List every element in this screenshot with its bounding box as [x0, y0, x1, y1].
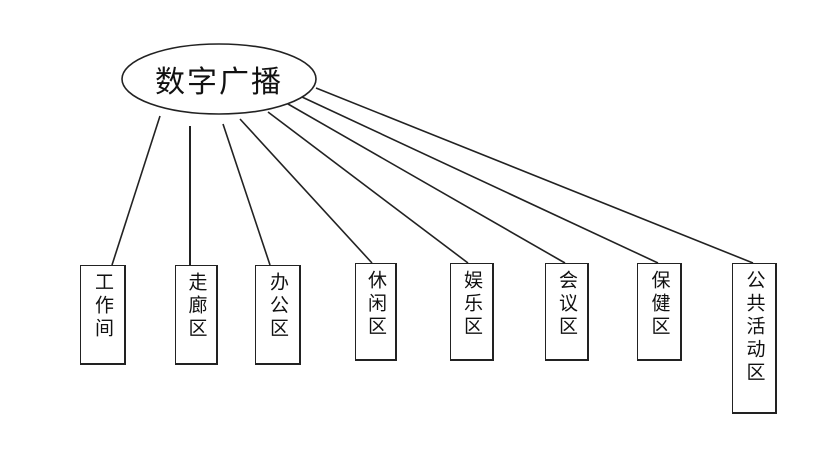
- connector-to-zone-3: [222, 123, 271, 266]
- zone-box-7: 保健区: [637, 263, 682, 361]
- connector-to-zone-5: [267, 111, 469, 264]
- zone-label-7: 保健区: [648, 270, 671, 339]
- zone-box-6: 会议区: [545, 263, 589, 361]
- zone-box-1: 工作间: [80, 265, 126, 365]
- zone-box-4: 休闲区: [355, 263, 397, 361]
- root-ellipse: [121, 43, 317, 115]
- zone-label-5: 娱乐区: [461, 270, 483, 339]
- zone-label-8: 公共活动区: [743, 270, 766, 385]
- zone-label-4: 休闲区: [365, 270, 387, 339]
- zone-label-3: 办公区: [267, 272, 289, 341]
- zone-label-1: 工作间: [92, 272, 114, 341]
- zone-label-6: 会议区: [556, 270, 578, 339]
- zone-label-2: 走廊区: [185, 272, 208, 341]
- connector-to-zone-7: [301, 96, 659, 264]
- root-node: 数字广播: [120, 42, 318, 116]
- connector-to-zone-4: [239, 118, 373, 264]
- zone-box-5: 娱乐区: [450, 263, 494, 361]
- connector-to-zone-6: [287, 103, 566, 264]
- zone-box-8: 公共活动区: [732, 263, 777, 414]
- connector-to-zone-8: [315, 87, 754, 264]
- zone-box-3: 办公区: [255, 265, 301, 365]
- zone-box-2: 走廊区: [175, 265, 218, 365]
- root-label: 数字广播: [155, 65, 283, 100]
- connector-to-zone-1: [111, 115, 161, 266]
